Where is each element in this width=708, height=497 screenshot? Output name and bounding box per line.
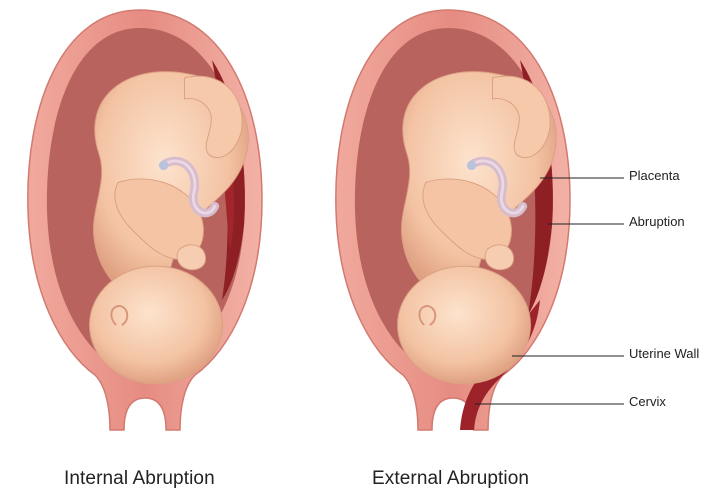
label-abruption: Abruption: [629, 214, 685, 229]
label-placenta: Placenta: [629, 168, 680, 183]
label-cervix: Cervix: [629, 394, 666, 409]
uterus-internal: [28, 10, 262, 430]
uterus-external: [336, 10, 570, 430]
caption-internal-abruption: Internal Abruption: [64, 468, 215, 490]
label-uterine-wall: Uterine Wall: [629, 346, 699, 361]
caption-external-abruption: External Abruption: [372, 468, 529, 490]
